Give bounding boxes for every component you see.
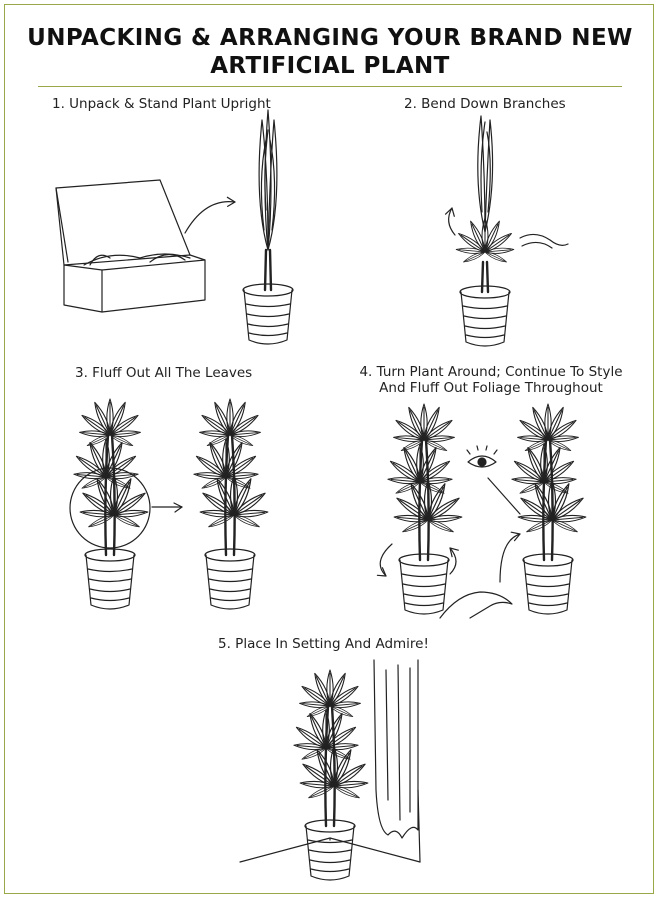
step-1-label: 1. Unpack & Stand Plant Upright	[52, 96, 271, 112]
step-3-highlight-circle	[69, 467, 151, 549]
step-4-label-line-1: 4. Turn Plant Around; Continue To Style	[359, 364, 623, 380]
step-4-rotate-arrow-left	[379, 543, 393, 577]
step-4-turn-arrow	[499, 533, 521, 583]
step-5-placed-plant	[294, 670, 369, 880]
eye-icon	[466, 445, 498, 468]
step-4-label-line-2: And Fluff Out Foliage Throughout	[379, 380, 603, 396]
page-frame	[4, 4, 654, 894]
step-4-label: 4. Turn Plant Around; Continue To Style …	[350, 364, 632, 396]
title-line-2: ARTIFICIAL PLANT	[210, 53, 450, 79]
step-2-plant-bending	[456, 115, 514, 347]
step-1-arrow	[184, 200, 236, 234]
step-4-rotate-arrow-right	[449, 547, 457, 575]
step-3-plant-before	[74, 399, 149, 609]
step-1-box-illustration	[55, 179, 206, 313]
step-4-hand	[439, 591, 513, 619]
step-2-bend-arrow	[448, 207, 456, 236]
page-title: UNPACKING & ARRANGING YOUR BRAND NEW ART…	[0, 24, 660, 80]
step-4-view-line	[487, 477, 521, 515]
step-2-hand	[519, 233, 569, 246]
curtain	[373, 659, 419, 839]
step-5-label: 5. Place In Setting And Admire!	[218, 636, 429, 652]
step-4-plant-front	[388, 404, 463, 614]
step-4-plant-back	[512, 404, 587, 614]
step-3-plant-after	[194, 399, 269, 609]
title-line-1: UNPACKING & ARRANGING YOUR BRAND NEW	[27, 25, 633, 51]
step-2-label: 2. Bend Down Branches	[404, 96, 566, 112]
step-5-room-corner	[239, 659, 421, 863]
step-1-upright-plant	[243, 110, 293, 344]
step-3-label: 3. Fluff Out All The Leaves	[75, 365, 253, 381]
title-divider	[38, 86, 622, 87]
